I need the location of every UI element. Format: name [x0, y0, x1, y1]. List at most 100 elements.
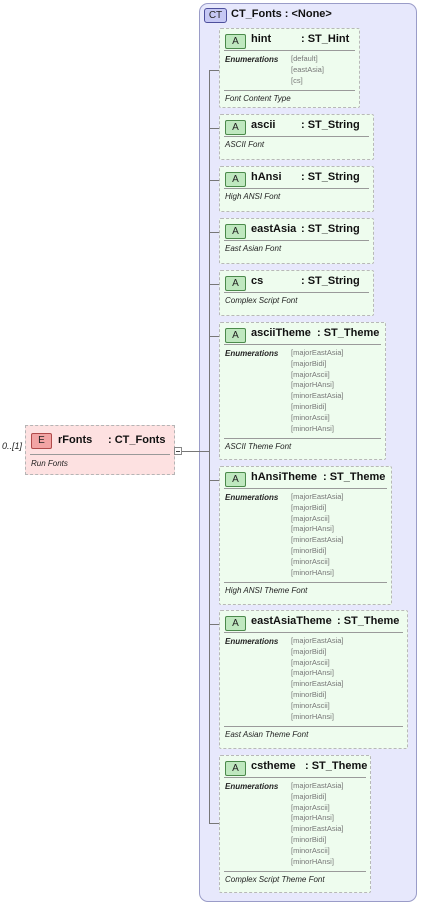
enumeration-value: [minorHAnsi] — [291, 567, 334, 577]
enumeration-value: [minorHAnsi] — [291, 711, 334, 721]
attribute-badge: A — [225, 472, 246, 487]
connector-stub — [209, 480, 219, 481]
attribute-badge: A — [225, 761, 246, 776]
attribute-badge: A — [225, 616, 246, 631]
attribute-name: ascii — [251, 119, 276, 131]
element-type: : CT_Fonts — [108, 434, 166, 446]
complex-type-title: CT_Fonts : <None> — [231, 8, 332, 20]
enumeration-value: [majorEastAsia] — [291, 492, 344, 501]
attribute-name: hAnsiTheme — [251, 471, 318, 483]
attribute-node[interactable] — [219, 610, 408, 749]
attribute-divider — [224, 488, 387, 489]
enumeration-value: [minorAscii] — [291, 845, 330, 855]
attribute-type: : ST_String — [301, 119, 360, 131]
attribute-badge: A — [225, 224, 246, 239]
enumeration-value: [minorAscii] — [291, 556, 330, 566]
attribute-description: East Asian Font — [225, 244, 282, 253]
attribute-type: : ST_String — [301, 275, 360, 287]
element-badge: E — [31, 433, 52, 449]
attribute-node[interactable] — [219, 466, 392, 605]
attribute-description: Complex Script Theme Font — [225, 875, 325, 885]
enumeration-value: [majorBidi] — [291, 502, 327, 512]
attribute-divider — [224, 438, 381, 440]
attribute-badge: A — [225, 172, 246, 187]
enumeration-value: [minorHAnsi] — [291, 423, 334, 433]
attribute-divider — [224, 726, 403, 728]
attribute-divider — [224, 188, 369, 189]
enumeration-value: [majorAscii] — [291, 369, 330, 379]
enumeration-value: [minorEastAsia] — [291, 824, 344, 834]
attribute-divider — [224, 777, 366, 778]
enumeration-value: [minorAscii] — [291, 412, 330, 422]
attribute-divider — [224, 582, 387, 584]
enumeration-value: [majorBidi] — [291, 358, 327, 368]
attribute-name: cs — [251, 275, 264, 287]
enumeration-value: [majorEastAsia] — [291, 348, 344, 357]
enumeration-value: [majorBidi] — [291, 646, 327, 656]
attribute-name: asciiTheme — [251, 327, 311, 339]
connector-line — [182, 451, 209, 452]
connector-stub — [209, 336, 219, 337]
enumeration-value: [majorHAnsi] — [291, 380, 334, 390]
attribute-name: hint — [251, 33, 272, 45]
enumeration-value: [majorAscii] — [291, 657, 330, 667]
enumeration-value: [majorEastAsia] — [291, 636, 344, 645]
enumeration-value: [majorBidi] — [291, 791, 327, 801]
attribute-divider — [224, 50, 355, 51]
enumeration-value: [eastAsia] — [291, 64, 324, 74]
attribute-description: High ANSI Theme Font — [225, 586, 308, 596]
attribute-type: : ST_String — [301, 223, 360, 235]
attribute-divider — [224, 240, 369, 241]
enumeration-value: [minorHAnsi] — [291, 856, 334, 866]
attribute-divider — [224, 871, 366, 873]
attribute-type: : ST_Theme — [337, 615, 400, 627]
enumeration-value: [minorEastAsia] — [291, 679, 344, 689]
enumerations-label: Enumerations — [225, 349, 279, 358]
attribute-badge: A — [225, 120, 246, 135]
attribute-badge: A — [225, 34, 246, 49]
attribute-node[interactable] — [219, 755, 371, 893]
attribute-divider — [224, 632, 403, 633]
attribute-name: cstheme — [251, 760, 296, 772]
enumeration-value: [majorEastAsia] — [291, 781, 344, 790]
enumeration-value: [majorAscii] — [291, 802, 330, 812]
attribute-description: Complex Script Font — [225, 296, 298, 305]
attribute-node[interactable] — [219, 322, 386, 460]
attribute-divider — [224, 136, 369, 137]
connector-stub — [209, 232, 219, 233]
connector-stub — [209, 180, 219, 181]
attribute-divider — [224, 292, 369, 293]
attribute-type: : ST_String — [301, 171, 360, 183]
enumeration-value: [majorAscii] — [291, 513, 330, 523]
connector-stub — [209, 128, 219, 129]
enumeration-value: [minorEastAsia] — [291, 535, 344, 545]
attribute-badge: A — [225, 328, 246, 343]
attribute-description: Font Content Type — [225, 94, 291, 104]
enumeration-value: [majorHAnsi] — [291, 524, 334, 534]
element-multiplicity: 0..[1] — [2, 441, 23, 451]
element-description: Run Fonts — [31, 459, 68, 468]
attribute-description: ASCII Font — [225, 140, 265, 149]
enumeration-value: [minorBidi] — [291, 835, 327, 844]
complex-type-badge: CT — [204, 8, 227, 23]
enumerations-label: Enumerations — [225, 493, 279, 502]
attribute-name: eastAsiaTheme — [251, 615, 332, 627]
connector-stub — [209, 70, 219, 71]
connector-stub — [209, 823, 219, 824]
attribute-type: : ST_Theme — [323, 471, 386, 483]
enumeration-value: [minorEastAsia] — [291, 391, 344, 401]
enumeration-value: [default] — [291, 54, 318, 63]
enumeration-value: [minorAscii] — [291, 700, 330, 710]
enumeration-value: [majorHAnsi] — [291, 668, 334, 678]
enumeration-value: [minorBidi] — [291, 546, 327, 555]
attribute-divider — [224, 344, 381, 345]
attribute-type: : ST_Theme — [305, 760, 368, 772]
enumerations-label: Enumerations — [225, 637, 279, 646]
connector-stub — [209, 624, 219, 625]
enumeration-value: [cs] — [291, 75, 303, 85]
attribute-type: : ST_Hint — [301, 33, 350, 45]
enumeration-value: [majorHAnsi] — [291, 813, 334, 823]
collapse-toggle-icon[interactable] — [174, 447, 182, 455]
element-divider — [30, 454, 170, 455]
attribute-name: eastAsia — [251, 223, 297, 235]
